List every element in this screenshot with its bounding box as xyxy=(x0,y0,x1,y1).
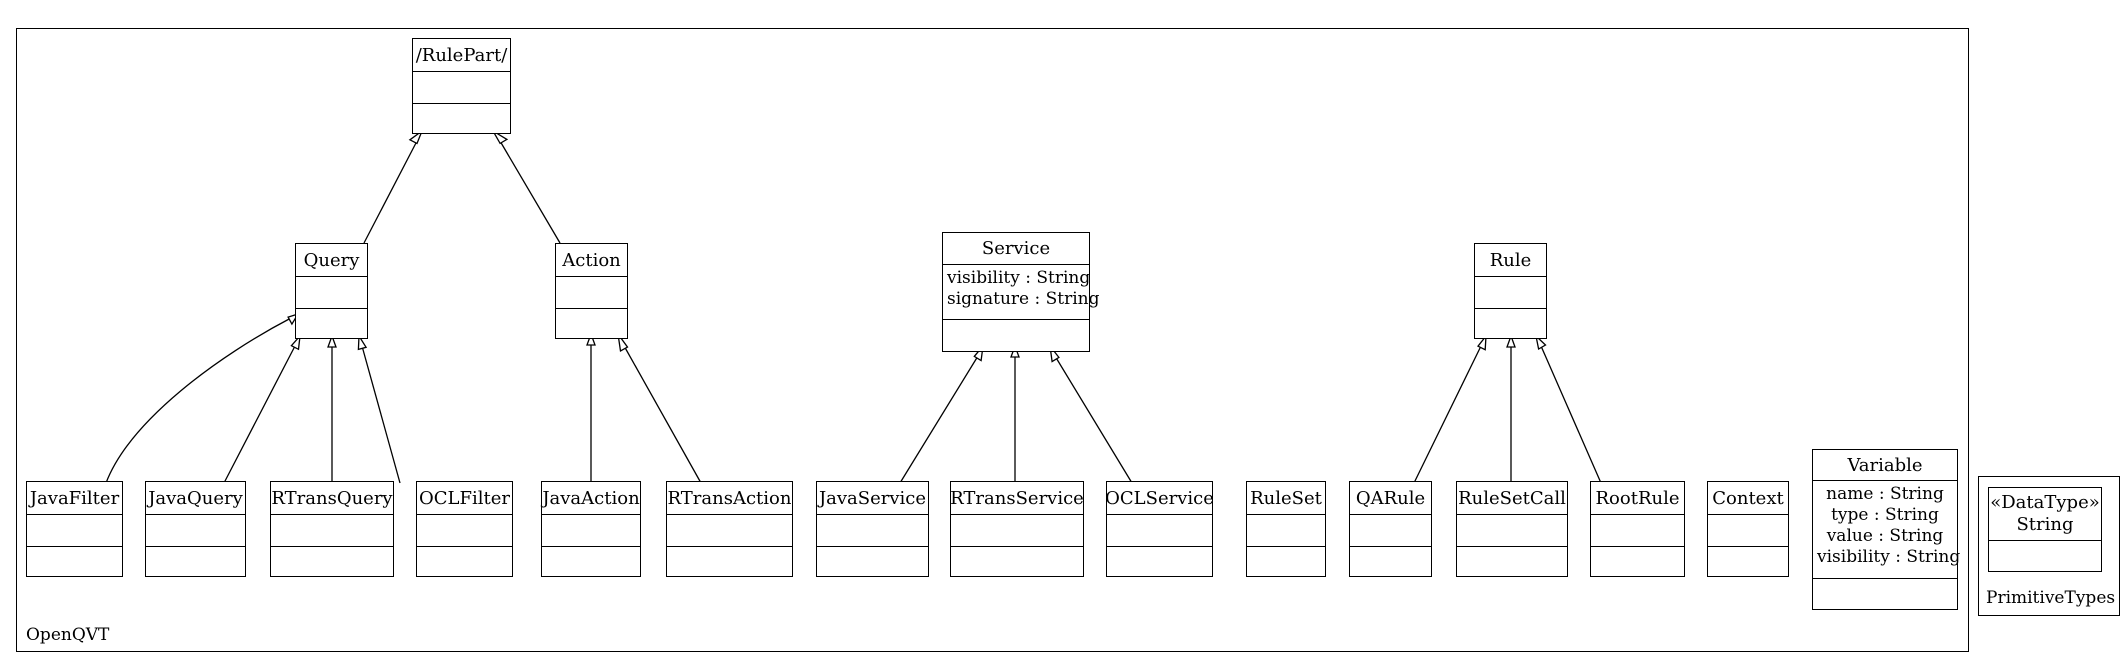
class-javaservice-name: JavaService xyxy=(817,482,928,515)
class-ruleset-operations xyxy=(1247,547,1325,576)
class-oclfilter-attributes xyxy=(417,515,512,547)
class-rule-attributes xyxy=(1475,277,1546,309)
class-context-name: Context xyxy=(1708,482,1788,515)
class-javafilter-operations xyxy=(27,547,122,576)
class-rtransaction-operations xyxy=(667,547,792,576)
class-rulepart[interactable]: /RulePart/ xyxy=(412,38,511,134)
class-service-operations xyxy=(943,320,1089,351)
class-string-name: «DataType» String xyxy=(1989,488,2101,541)
class-javafilter-attributes xyxy=(27,515,122,547)
class-variable-attribute: name : String xyxy=(1826,484,1944,504)
class-query[interactable]: Query xyxy=(295,243,368,339)
class-javafilter[interactable]: JavaFilter xyxy=(26,481,123,577)
class-javaquery-attributes xyxy=(146,515,245,547)
class-context-attributes xyxy=(1708,515,1788,547)
class-javaservice-attributes xyxy=(817,515,928,547)
class-query-attributes xyxy=(296,277,367,309)
class-variable-name: Variable xyxy=(1813,450,1957,481)
class-javaaction[interactable]: JavaAction xyxy=(541,481,641,577)
class-rulepart-attributes xyxy=(413,72,510,104)
class-javaquery[interactable]: JavaQuery xyxy=(145,481,246,577)
class-qarule-attributes xyxy=(1350,515,1431,547)
class-rtransservice-operations xyxy=(951,547,1083,576)
class-oclfilter[interactable]: OCLFilter xyxy=(416,481,513,577)
class-javaquery-name: JavaQuery xyxy=(146,482,245,515)
class-string-label: String xyxy=(2016,514,2074,535)
class-rootrule-operations xyxy=(1591,547,1684,576)
class-rtransservice[interactable]: RTransService xyxy=(950,481,1084,577)
class-action[interactable]: Action xyxy=(555,243,628,339)
class-query-name: Query xyxy=(296,244,367,277)
class-rtransquery-operations xyxy=(271,547,393,576)
class-service[interactable]: Service visibility : String signature : … xyxy=(942,232,1100,352)
class-qarule-operations xyxy=(1350,547,1431,576)
class-oclservice-name: OCLService xyxy=(1105,482,1214,515)
class-javaservice-operations xyxy=(817,547,928,576)
class-rtransaction-attributes xyxy=(667,515,792,547)
class-rtransservice-attributes xyxy=(951,515,1083,547)
class-service-name: Service xyxy=(943,233,1089,265)
class-qarule-name: QARule xyxy=(1350,482,1431,515)
class-variable-attribute: visibility : String xyxy=(1817,547,1961,567)
class-rtransaction[interactable]: RTransAction xyxy=(666,481,793,577)
class-rule-name: Rule xyxy=(1475,244,1546,277)
class-service-attribute: visibility : String xyxy=(947,268,1091,288)
class-rule-operations xyxy=(1475,309,1546,338)
class-rulesetcall-operations xyxy=(1457,547,1567,576)
class-context-operations xyxy=(1708,547,1788,576)
class-rootrule[interactable]: RootRule xyxy=(1590,481,1685,577)
class-javaquery-operations xyxy=(146,547,245,576)
class-rulesetcall-attributes xyxy=(1457,515,1567,547)
class-query-operations xyxy=(296,309,367,338)
class-rulepart-name: /RulePart/ xyxy=(413,39,510,72)
class-qarule[interactable]: QARule xyxy=(1349,481,1432,577)
class-rootrule-name: RootRule xyxy=(1591,482,1684,515)
class-action-operations xyxy=(556,309,627,338)
class-rtransquery-attributes xyxy=(271,515,393,547)
class-rtransquery-name: RTransQuery xyxy=(271,482,393,515)
class-variable-operations xyxy=(1813,579,1957,609)
class-string-operations xyxy=(1989,541,2101,571)
class-javafilter-name: JavaFilter xyxy=(27,482,122,515)
class-oclservice[interactable]: OCLService xyxy=(1105,481,1214,577)
class-rulesetcall[interactable]: RuleSetCall xyxy=(1456,481,1568,577)
class-rootrule-attributes xyxy=(1591,515,1684,547)
class-service-attributes: visibility : String signature : String xyxy=(943,265,1100,320)
class-oclservice-attributes xyxy=(1107,515,1212,547)
class-rulepart-operations xyxy=(413,104,510,133)
package-primitive-types xyxy=(1978,476,2120,616)
package-primitive-types-label: PrimitiveTypes xyxy=(1986,588,2116,608)
class-action-name: Action xyxy=(556,244,627,277)
class-rulesetcall-name: RuleSetCall xyxy=(1457,482,1567,515)
class-variable[interactable]: Variable name : String type : String val… xyxy=(1812,449,1961,610)
class-string[interactable]: «DataType» String xyxy=(1988,487,2102,572)
class-ruleset[interactable]: RuleSet xyxy=(1246,481,1326,577)
class-rtransaction-name: RTransAction xyxy=(667,482,792,515)
class-service-attribute: signature : String xyxy=(947,289,1100,309)
class-rtransquery[interactable]: RTransQuery xyxy=(270,481,394,577)
class-javaservice[interactable]: JavaService xyxy=(816,481,929,577)
class-rtransservice-name: RTransService xyxy=(950,482,1084,515)
class-rule[interactable]: Rule xyxy=(1474,243,1547,339)
class-javaaction-operations xyxy=(542,547,640,576)
class-context[interactable]: Context xyxy=(1707,481,1789,577)
class-javaaction-attributes xyxy=(542,515,640,547)
class-javaaction-name: JavaAction xyxy=(542,482,640,515)
class-oclfilter-operations xyxy=(417,547,512,576)
class-oclfilter-name: OCLFilter xyxy=(417,482,512,515)
class-oclservice-operations xyxy=(1107,547,1212,576)
package-openqvt-label: OpenQVT xyxy=(26,625,110,645)
class-action-attributes xyxy=(556,277,627,309)
class-variable-attribute: value : String xyxy=(1826,526,1944,546)
class-variable-attributes: name : String type : String value : Stri… xyxy=(1813,481,1961,579)
class-string-stereotype: «DataType» xyxy=(1990,492,2100,513)
class-ruleset-name: RuleSet xyxy=(1247,482,1325,515)
class-variable-attribute: type : String xyxy=(1831,505,1939,525)
package-openqvt xyxy=(16,28,1969,652)
class-ruleset-attributes xyxy=(1247,515,1325,547)
